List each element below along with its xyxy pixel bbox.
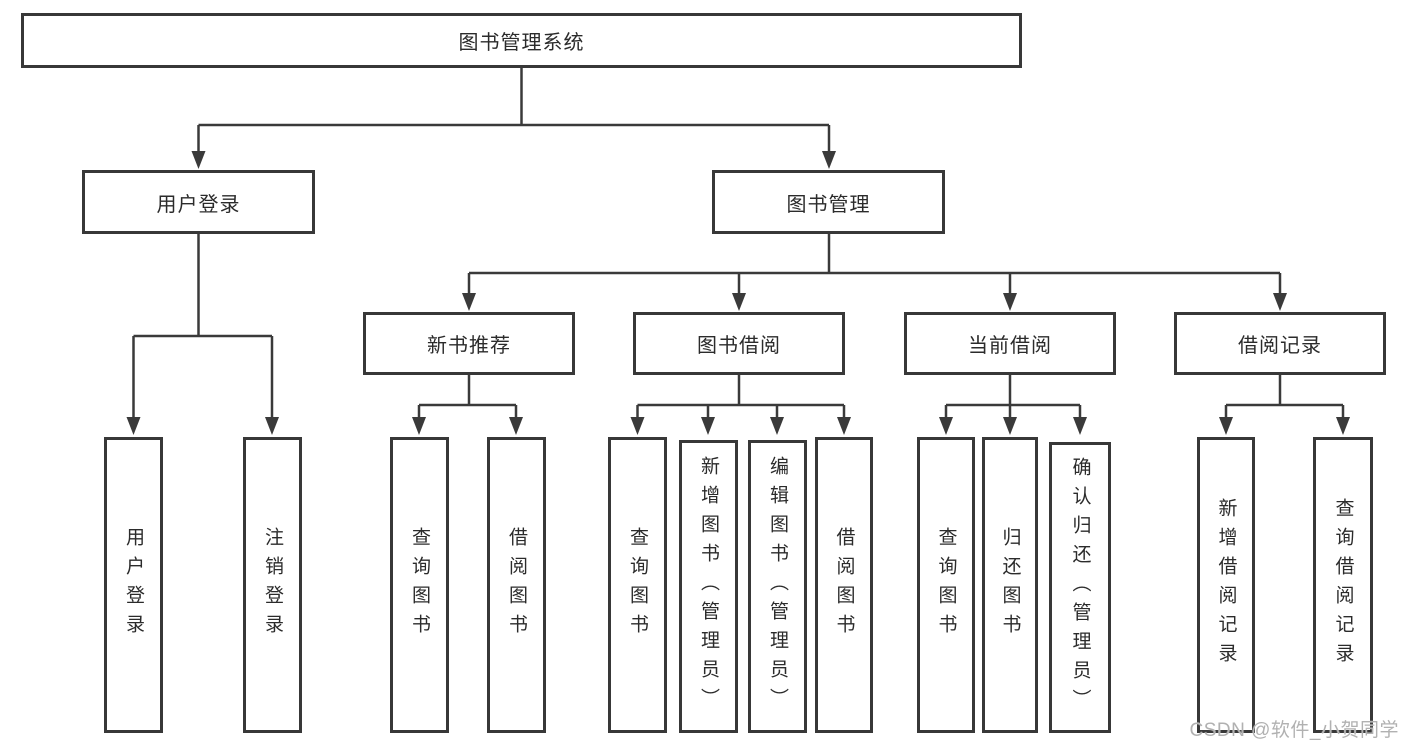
leaf-borrow-query-label: 查询图书: [627, 527, 648, 643]
leaf-borrow-edit-admin: 编辑图书（管理员）: [748, 440, 807, 733]
connector-root-to-level2: [191, 68, 836, 169]
leaf-newbook-query-label: 查询图书: [409, 527, 430, 643]
node-new-book-recommend-label: 新书推荐: [427, 335, 511, 357]
node-root-system-label: 图书管理系统: [458, 32, 585, 54]
leaf-user-login: 用户登录: [104, 437, 163, 733]
connector-userlogin-to-leaves: [126, 234, 279, 435]
leaf-borrow-add-admin-label: 新增图书（管理员）: [698, 456, 719, 717]
leaf-newbook-query: 查询图书: [390, 437, 449, 733]
leaf-newbook-borrow-label: 借阅图书: [506, 527, 527, 643]
node-book-management-branch-label: 图书管理: [786, 193, 871, 216]
leaf-record-add-label: 新增借阅记录: [1215, 498, 1237, 672]
leaf-current-query: 查询图书: [917, 437, 975, 733]
leaf-newbook-borrow: 借阅图书: [487, 437, 546, 733]
connector-bookmgmt-to-level3: [462, 234, 1287, 311]
leaf-current-query-label: 查询图书: [935, 527, 957, 643]
connector-borrow-to-leaves: [630, 375, 851, 435]
node-current-borrowing: 当前借阅: [904, 312, 1116, 375]
leaf-borrow-borrow: 借阅图书: [815, 437, 873, 733]
node-borrowing-records-label: 借阅记录: [1238, 335, 1322, 357]
connector-current-to-leaves: [939, 375, 1087, 435]
node-root-system: 图书管理系统: [21, 13, 1022, 68]
node-book-borrowing-label: 图书借阅: [697, 335, 781, 357]
leaf-user-login-label: 用户登录: [123, 527, 144, 643]
leaf-current-return-label: 归还图书: [999, 527, 1021, 643]
leaf-record-add: 新增借阅记录: [1197, 437, 1255, 733]
leaf-logout: 注销登录: [243, 437, 302, 733]
leaf-borrow-query: 查询图书: [608, 437, 667, 733]
leaf-record-query-label: 查询借阅记录: [1332, 498, 1354, 672]
leaf-record-query: 查询借阅记录: [1313, 437, 1373, 733]
leaf-borrow-edit-admin-label: 编辑图书（管理员）: [767, 456, 788, 717]
leaf-current-return: 归还图书: [982, 437, 1038, 733]
connector-newbook-to-leaves: [412, 375, 523, 435]
leaf-borrow-borrow-label: 借阅图书: [833, 527, 855, 643]
node-book-borrowing: 图书借阅: [633, 312, 845, 375]
leaf-current-confirm-admin-label: 确认归还（管理员）: [1069, 457, 1091, 718]
leaf-logout-label: 注销登录: [262, 527, 283, 643]
node-user-login-branch: 用户登录: [82, 170, 315, 234]
node-user-login-branch-label: 用户登录: [156, 193, 241, 216]
leaf-current-confirm-admin: 确认归还（管理员）: [1049, 442, 1111, 733]
node-current-borrowing-label: 当前借阅: [968, 335, 1052, 357]
connector-records-to-leaves: [1219, 375, 1350, 435]
csdn-watermark: CSDN @软件_小贺同学: [1189, 720, 1399, 741]
node-new-book-recommend: 新书推荐: [363, 312, 575, 375]
leaf-borrow-add-admin: 新增图书（管理员）: [679, 440, 738, 733]
node-borrowing-records: 借阅记录: [1174, 312, 1386, 375]
node-book-management-branch: 图书管理: [712, 170, 945, 234]
